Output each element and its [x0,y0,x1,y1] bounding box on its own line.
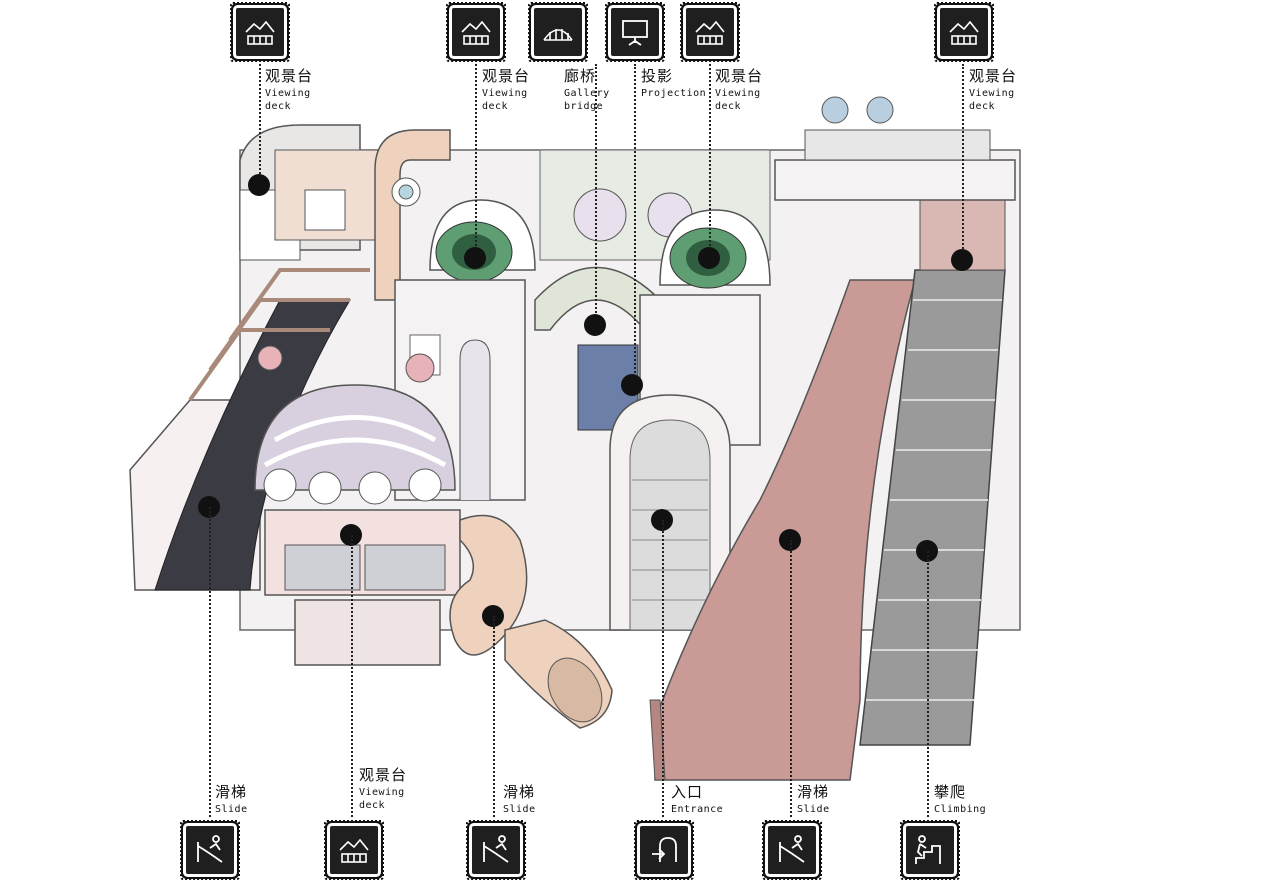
gallery-bridge-badge [528,2,588,62]
tube-slide [449,514,613,729]
callout-label: 观景台 Viewing deck [359,766,408,812]
slide-icon [197,835,223,863]
viewing-deck-badge [324,820,384,880]
peach-pipe [374,129,451,301]
callout-label: 观景台 Viewing deck [969,67,1018,113]
callout-label: 滑梯 Slide [215,783,248,816]
callout-label: 投影 Projection [641,67,707,100]
viewing-deck-badge [680,2,740,62]
viewing-deck-icon [461,20,491,45]
callout-label: 观景台 Viewing deck [482,67,531,113]
projection-icon [622,20,648,46]
slide-badge [762,820,822,880]
callout-label: 观景台 Viewing deck [715,67,764,113]
callout-label: 廊桥 Gallery bridge [564,67,610,113]
callout-label: 滑梯 Slide [503,783,536,816]
slide-icon [483,835,509,863]
callout-label: 攀爬 Climbing [934,783,987,816]
projection-badge [605,2,665,62]
entrance-badge [634,820,694,880]
viewing-deck-icon [339,838,369,863]
climbing-icon [915,835,941,864]
slide-icon [779,835,805,863]
entrance-icon [652,837,677,862]
viewing-deck-icon [695,20,725,45]
slide-badge [180,820,240,880]
callout-label: 滑梯 Slide [797,783,830,816]
slide-badge [466,820,526,880]
callout-label: 观景台 Viewing deck [265,67,314,113]
gallery-bridge-icon [543,29,573,41]
left-tower [239,124,386,261]
viewing-deck-badge [230,2,290,62]
climbing-stairs [774,96,1016,746]
viewing-deck-badge [446,2,506,62]
viewing-deck-icon [245,20,275,45]
callout-label: 入口 Entrance [671,783,724,816]
viewing-deck-badge [934,2,994,62]
dome-tower [254,345,461,666]
left-slide-area [129,268,370,591]
climbing-badge [900,820,960,880]
viewing-deck-icon [949,20,979,45]
